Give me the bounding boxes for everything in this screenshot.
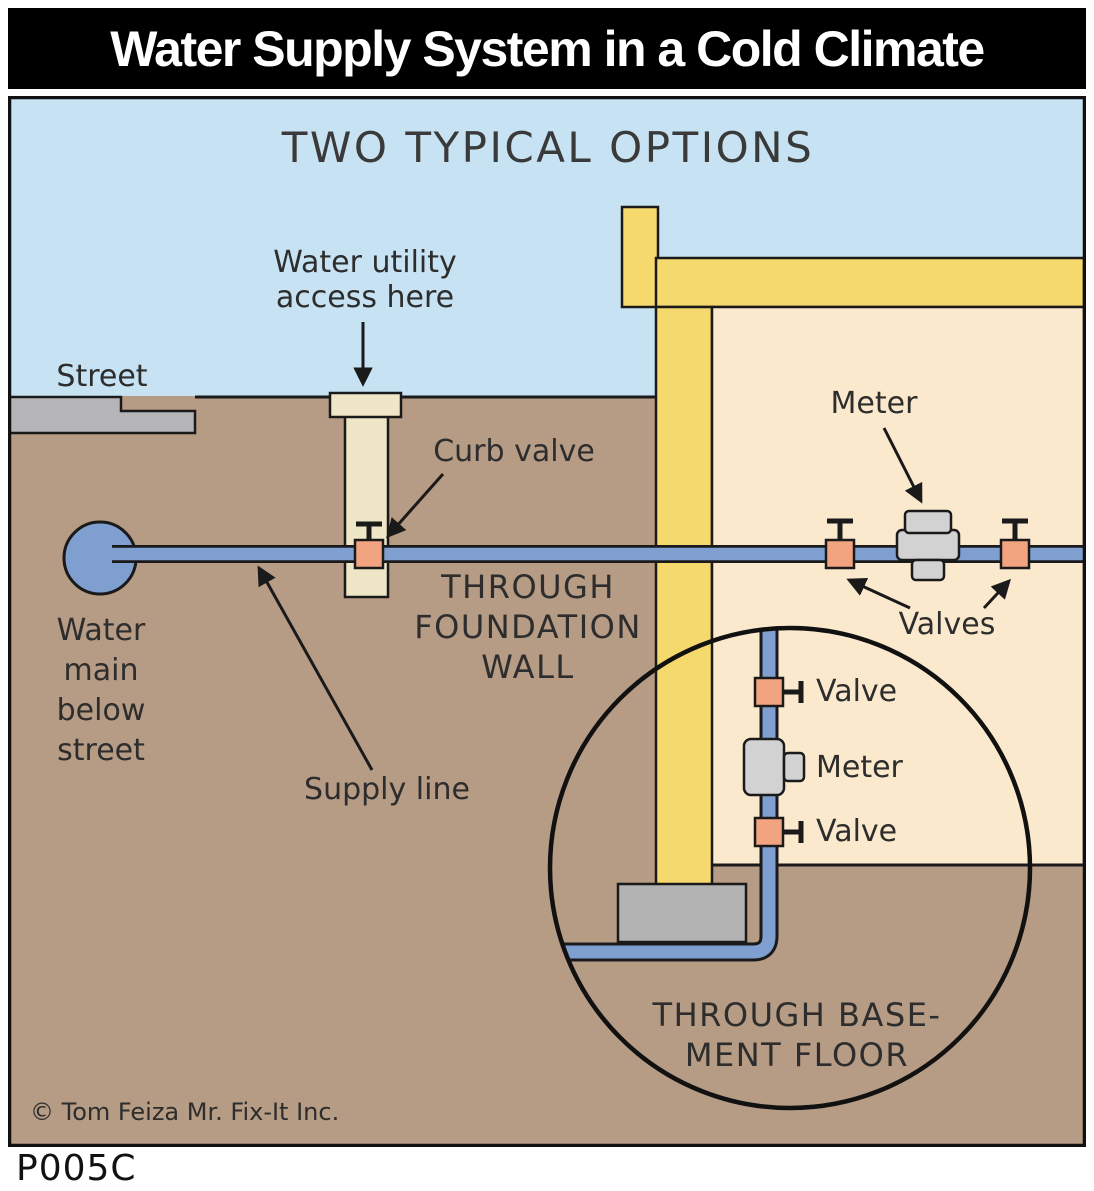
house-valve-right-handle: [1002, 518, 1028, 540]
title-bar: Water Supply System in a Cold Climate: [8, 8, 1086, 89]
floor-joist-beam: [654, 256, 1086, 309]
inset-foundation-wall: [656, 628, 712, 888]
water-main-label-line4: street: [57, 733, 145, 768]
inset-meter-body: [742, 737, 786, 797]
page-title: Water Supply System in a Cold Climate: [110, 20, 985, 77]
street-surface: [8, 395, 197, 435]
copyright-label: © Tom Feiza Mr. Fix-It Inc.: [30, 1098, 339, 1126]
water-main-label-line3: below: [57, 693, 146, 728]
meter-cap: [903, 509, 953, 535]
arrow-meter: [882, 427, 923, 504]
inset-valve-bottom-label: Valve: [816, 814, 897, 849]
panel-border: [8, 96, 1086, 1147]
through-foundation-line1: THROUGH: [440, 568, 615, 606]
inset-meter-cap: [782, 751, 806, 783]
curb-box-cap: [328, 391, 403, 419]
wall-stud: [620, 205, 660, 309]
curb-box-shaft: [343, 413, 390, 599]
water-main-label-line2: main: [64, 653, 139, 688]
through-basement-line1: THROUGH BASE-: [652, 996, 942, 1034]
diagram-canvas: TWO TYPICAL OPTIONS Street Water utility…: [8, 96, 1086, 1147]
inset-valve-bottom-handle: [783, 821, 804, 843]
footing-slab: [616, 882, 748, 944]
meter-label: Meter: [831, 386, 919, 421]
inset-valve-top: [753, 676, 785, 708]
water-main-label-line1: Water: [57, 613, 146, 648]
curb-valve: [353, 538, 385, 570]
valves-label: Valves: [899, 607, 996, 642]
arrow-valve-left: [846, 578, 911, 610]
inset-valve-bottom: [753, 816, 785, 848]
arrow-curb-valve: [386, 473, 445, 539]
subtitle: TWO TYPICAL OPTIONS: [281, 123, 815, 172]
arrow-valve-right: [982, 578, 1011, 610]
through-basement-line2: MENT FLOOR: [685, 1036, 909, 1074]
arrow-supply-line: [257, 565, 374, 771]
house-valve-left: [824, 538, 856, 570]
house-valve-right: [999, 538, 1031, 570]
inset-circle: [547, 625, 1033, 1111]
inset-valve-top-handle: [783, 681, 804, 703]
through-foundation-line2: FOUNDATION: [414, 608, 642, 646]
riser-pipe: [550, 628, 776, 959]
water-utility-label-line2: access here: [276, 280, 454, 315]
house-valve-left-handle: [827, 518, 853, 540]
supply-line-label: Supply line: [304, 772, 470, 807]
inset-meter-label: Meter: [816, 750, 904, 785]
meter-body: [895, 528, 961, 562]
meter-base: [910, 558, 946, 582]
through-foundation-line3: WALL: [481, 648, 574, 686]
curb-valve-handle: [356, 521, 382, 540]
inset-pipes: [550, 628, 806, 962]
curb-valve-label: Curb valve: [433, 434, 595, 469]
water-utility-label-line1: Water utility: [273, 245, 457, 280]
street-label: Street: [56, 359, 147, 394]
figure-code: P005C: [16, 1148, 137, 1189]
inset-valve-top-label: Valve: [816, 674, 897, 709]
